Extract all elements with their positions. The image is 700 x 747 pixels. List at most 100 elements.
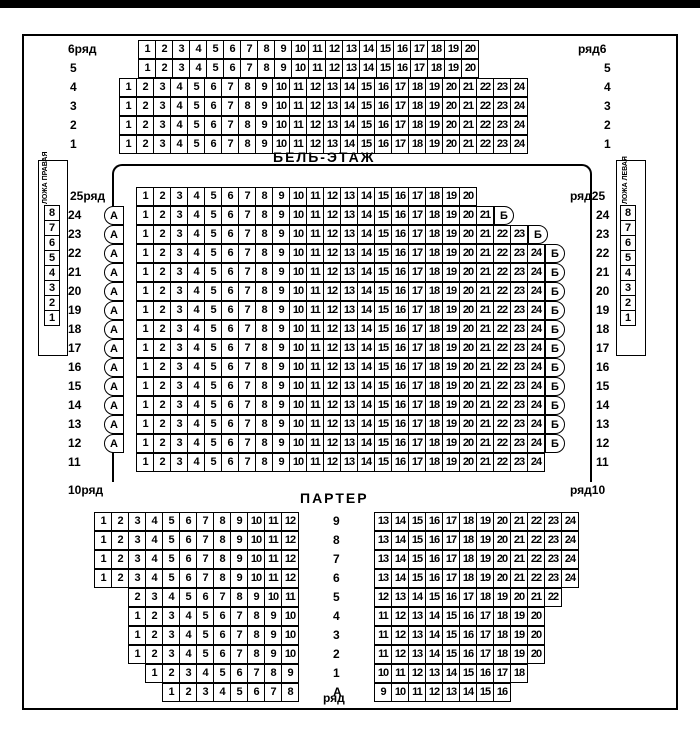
- seat[interactable]: 3: [170, 282, 188, 301]
- seat[interactable]: 21: [476, 453, 494, 472]
- seat[interactable]: 1: [136, 301, 154, 320]
- seat[interactable]: 16: [391, 282, 409, 301]
- seat[interactable]: 15: [442, 607, 460, 626]
- seat[interactable]: 11: [306, 415, 324, 434]
- seat[interactable]: 15: [376, 40, 394, 59]
- seat[interactable]: 17: [408, 263, 426, 282]
- seat[interactable]: 2: [153, 206, 171, 225]
- seat[interactable]: 1: [136, 187, 154, 206]
- seat[interactable]: 8: [257, 59, 275, 78]
- seat[interactable]: 21: [476, 282, 494, 301]
- seat[interactable]: 18: [476, 588, 494, 607]
- seat[interactable]: 7: [221, 78, 239, 97]
- side-seat-a[interactable]: А: [104, 396, 124, 415]
- seat[interactable]: 11: [281, 588, 299, 607]
- seat[interactable]: 7: [240, 40, 258, 59]
- seat[interactable]: 21: [476, 225, 494, 244]
- seat[interactable]: 12: [323, 415, 341, 434]
- seat[interactable]: 11: [306, 358, 324, 377]
- seat[interactable]: 20: [459, 282, 477, 301]
- seat[interactable]: 6: [221, 320, 239, 339]
- seat[interactable]: 6: [221, 282, 239, 301]
- seat[interactable]: 22: [493, 339, 511, 358]
- seat[interactable]: 4: [179, 607, 197, 626]
- seat[interactable]: 7: [238, 434, 256, 453]
- seat[interactable]: 22: [493, 282, 511, 301]
- seat[interactable]: 11: [308, 40, 326, 59]
- seat[interactable]: 11: [306, 187, 324, 206]
- seat[interactable]: 4: [187, 320, 205, 339]
- seat[interactable]: 12: [306, 78, 324, 97]
- seat[interactable]: 15: [442, 626, 460, 645]
- seat[interactable]: 9: [272, 434, 290, 453]
- seat[interactable]: 19: [442, 358, 460, 377]
- seat[interactable]: 16: [374, 116, 392, 135]
- seat[interactable]: 16: [391, 301, 409, 320]
- seat[interactable]: 1: [136, 244, 154, 263]
- seat[interactable]: 8: [230, 588, 248, 607]
- seat[interactable]: 17: [408, 415, 426, 434]
- seat[interactable]: 10: [289, 301, 307, 320]
- seat[interactable]: 24: [510, 116, 528, 135]
- seat[interactable]: 2: [111, 550, 129, 569]
- seat[interactable]: 17: [476, 607, 494, 626]
- seat[interactable]: 6: [179, 569, 197, 588]
- seat[interactable]: 23: [493, 78, 511, 97]
- seat[interactable]: 13: [340, 244, 358, 263]
- seat[interactable]: 23: [544, 531, 562, 550]
- seat[interactable]: 4: [213, 683, 231, 702]
- seat[interactable]: 23: [510, 377, 528, 396]
- seat[interactable]: 20: [459, 187, 477, 206]
- seat[interactable]: 5: [204, 225, 222, 244]
- seat[interactable]: 20: [459, 320, 477, 339]
- seat[interactable]: 4: [187, 377, 205, 396]
- seat[interactable]: 15: [374, 339, 392, 358]
- seat[interactable]: 22: [493, 320, 511, 339]
- seat[interactable]: 4: [187, 225, 205, 244]
- seat[interactable]: 8: [255, 263, 273, 282]
- seat[interactable]: 13: [340, 339, 358, 358]
- seat[interactable]: 14: [391, 531, 409, 550]
- seat[interactable]: 16: [425, 550, 443, 569]
- seat[interactable]: 20: [459, 415, 477, 434]
- seat[interactable]: 10: [289, 415, 307, 434]
- seat[interactable]: 17: [391, 97, 409, 116]
- seat[interactable]: 18: [425, 358, 443, 377]
- seat[interactable]: 21: [476, 320, 494, 339]
- seat[interactable]: 17: [442, 531, 460, 550]
- seat[interactable]: 19: [425, 116, 443, 135]
- seat[interactable]: 12: [374, 588, 392, 607]
- seat[interactable]: 18: [408, 97, 426, 116]
- seat[interactable]: 6: [221, 225, 239, 244]
- seat[interactable]: 18: [427, 59, 445, 78]
- seat[interactable]: 9: [264, 626, 282, 645]
- seat[interactable]: 4: [170, 135, 188, 154]
- seat[interactable]: 17: [408, 453, 426, 472]
- side-seat-a[interactable]: А: [104, 377, 124, 396]
- seat[interactable]: 5: [204, 263, 222, 282]
- seat[interactable]: 24: [527, 415, 545, 434]
- seat[interactable]: 23: [510, 263, 528, 282]
- seat[interactable]: 4: [187, 415, 205, 434]
- seat[interactable]: 1: [138, 40, 156, 59]
- seat[interactable]: 20: [459, 434, 477, 453]
- seat[interactable]: 6: [223, 59, 241, 78]
- seat[interactable]: 3: [162, 645, 180, 664]
- seat[interactable]: 8: [255, 415, 273, 434]
- side-seat-b[interactable]: Б: [545, 396, 565, 415]
- seat[interactable]: 1: [136, 434, 154, 453]
- seat[interactable]: 9: [230, 550, 248, 569]
- seat[interactable]: 9: [230, 531, 248, 550]
- seat[interactable]: 2: [145, 645, 163, 664]
- seat[interactable]: 13: [340, 415, 358, 434]
- seat[interactable]: 17: [408, 377, 426, 396]
- seat[interactable]: 13: [340, 453, 358, 472]
- seat[interactable]: 18: [459, 569, 477, 588]
- seat[interactable]: 11: [306, 206, 324, 225]
- seat[interactable]: 2: [136, 97, 154, 116]
- side-seat-a[interactable]: А: [104, 415, 124, 434]
- seat[interactable]: 11: [391, 664, 409, 683]
- seat[interactable]: 22: [493, 434, 511, 453]
- seat[interactable]: 4: [187, 301, 205, 320]
- side-seat-b[interactable]: Б: [545, 301, 565, 320]
